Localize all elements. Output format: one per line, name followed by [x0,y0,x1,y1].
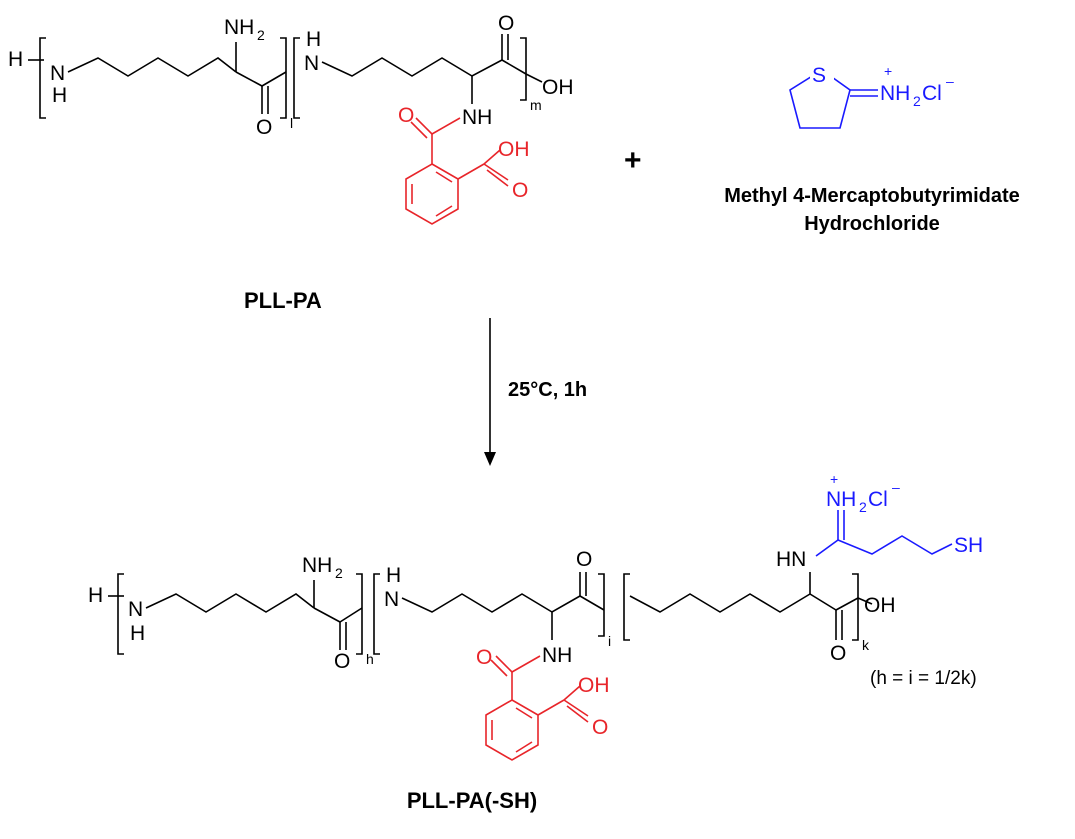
repeat-index-h: h [366,651,374,667]
atom-h-on-n2: H [386,564,401,587]
atom-n-backbone: N [50,62,65,85]
charge-minus: – [892,479,900,495]
atom-n-backbone: N [128,598,143,621]
atom-sh: SH [954,534,983,557]
reactant-pll-pa: H N H NH 2 O l H N NH O m [8,12,574,225]
repeat-bracket-left [39,37,46,119]
atom-nh2-blue: NH [826,488,856,511]
atom-oh-red: OH [498,138,530,161]
atom-o-acid-red: O [592,716,608,739]
plus-sign: + [624,144,642,177]
repeat-bracket-left-2 [373,573,380,655]
atom-o-carbonyl-3: O [830,642,846,665]
atom-h-terminal: H [88,584,103,607]
atom-cl: Cl [868,488,888,511]
charge-plus: + [830,471,838,487]
reaction-condition: 25°C, 1h [508,379,587,401]
repeat-bracket-right-2 [520,37,527,101]
reagent-thiolane-imine: S + NH 2 Cl – [789,62,954,129]
repeat-index-l: l [290,115,293,131]
atom-cl: Cl [922,82,942,105]
atom-o-carbonyl-1: O [256,116,272,139]
atom-nh2-subscript: 2 [257,27,265,43]
charge-plus: + [884,63,892,79]
product-name: PLL-PA(-SH) [407,788,537,813]
atom-hn: HN [776,548,806,571]
repeat-bracket-left-3 [623,573,630,641]
thiolane-ring [789,69,851,129]
atom-nh2: NH [302,554,332,577]
reagent-name-line2: Hydrochloride [804,213,940,235]
repeat-bracket-left-2 [293,37,300,119]
repeat-bracket-right-2 [598,573,605,637]
atom-o-acid-red: O [512,179,528,202]
atom-o-amide-red: O [398,104,414,127]
atom-s: S [812,64,826,87]
repeat-index-m: m [530,97,542,113]
repeat-index-k: k [862,637,870,653]
atom-nh2-subscript: 2 [913,93,921,109]
atom-o-carbonyl-2: O [576,548,592,571]
atom-h-terminal: H [8,48,23,71]
atom-amide-nh: NH [462,106,492,129]
atom-n2: N [304,52,319,75]
atom-nh2-subscript-blue: 2 [859,499,867,515]
atom-h-on-n: H [52,84,67,107]
reaction-arrow [484,318,496,466]
repeat-bracket-left [117,573,124,655]
charge-minus: – [946,73,954,89]
atom-nh2: NH [880,82,910,105]
atom-o-carbonyl-2: O [498,12,514,35]
repeat-index-i: i [608,633,611,649]
atom-oh-terminal: OH [864,594,896,617]
atom-o-carbonyl-1: O [334,650,350,673]
repeat-bracket-right-3 [852,573,859,641]
product-pll-pa-sh: H N H NH 2 O h H N NH O i HN O [88,471,983,761]
repeat-bracket-right [356,573,363,655]
atom-h-on-n: H [130,622,145,645]
atom-n2: N [384,588,399,611]
atom-amide-nh: NH [542,644,572,667]
atom-h-on-n2: H [306,28,321,51]
benzene-ring-product [485,699,539,761]
product-note: (h = i = 1/2k) [870,668,977,689]
atom-nh2: NH [224,16,254,39]
atom-o-amide-red: O [476,646,492,669]
atom-oh-terminal: OH [542,76,574,99]
reactant-name: PLL-PA [244,288,322,313]
reagent-name-line1: Methyl 4-Mercaptobutyrimidate [724,185,1020,207]
benzene-ring-reactant [405,163,459,225]
atom-nh2-subscript: 2 [335,565,343,581]
repeat-bracket-right [280,37,287,119]
atom-oh-red: OH [578,674,610,697]
